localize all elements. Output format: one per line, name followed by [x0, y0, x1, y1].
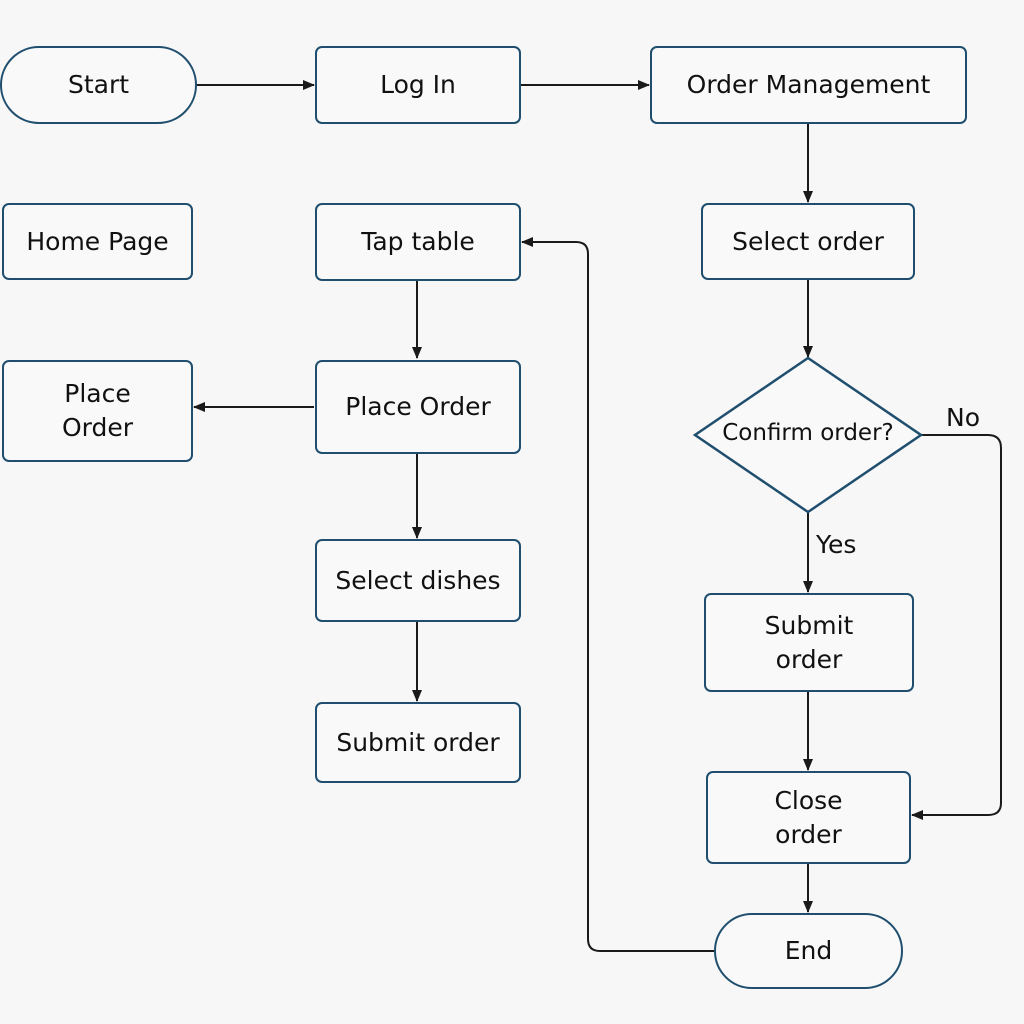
place-order-node: Place Order: [315, 360, 521, 454]
start-node: Start: [0, 46, 197, 124]
end-label: End: [784, 936, 833, 966]
end-node: End: [714, 913, 903, 989]
place-order-label: Place Order: [345, 392, 491, 422]
place-order-left-node: Place Order: [2, 360, 193, 462]
order-management-node: Order Management: [650, 46, 967, 124]
tap-table-label: Tap table: [361, 227, 475, 257]
select-dishes-label: Select dishes: [335, 565, 501, 595]
start-label: Start: [67, 70, 130, 100]
place-order-left-label: Place Order: [61, 379, 134, 442]
tap-table-node: Tap table: [315, 203, 521, 281]
log-in-node: Log In: [315, 46, 521, 124]
submit-order-right-label: Submit order: [764, 610, 854, 674]
submit-order-right-node: Submit order: [704, 593, 914, 692]
arrow-confirm-no-to-close: [911, 434, 1002, 820]
arrow-end-loop-to-tap-table: [521, 237, 714, 952]
home-page-label: Home Page: [26, 226, 169, 256]
confirm-order-label: Confirm order?: [722, 420, 894, 446]
home-page-node: Home Page: [2, 203, 193, 280]
order-management-label: Order Management: [686, 70, 931, 100]
close-order-node: Close order: [706, 771, 911, 864]
select-order-node: Select order: [701, 203, 915, 280]
select-dishes-node: Select dishes: [315, 539, 521, 622]
log-in-label: Log In: [380, 70, 456, 100]
decision-diamond: [692, 356, 924, 514]
submit-order-left-node: Submit order: [315, 702, 521, 783]
no-label: No: [946, 403, 980, 432]
submit-order-left-label: Submit order: [336, 727, 500, 757]
yes-label: Yes: [816, 530, 857, 559]
select-order-label: Select order: [732, 226, 884, 256]
close-order-label: Close order: [774, 785, 843, 849]
